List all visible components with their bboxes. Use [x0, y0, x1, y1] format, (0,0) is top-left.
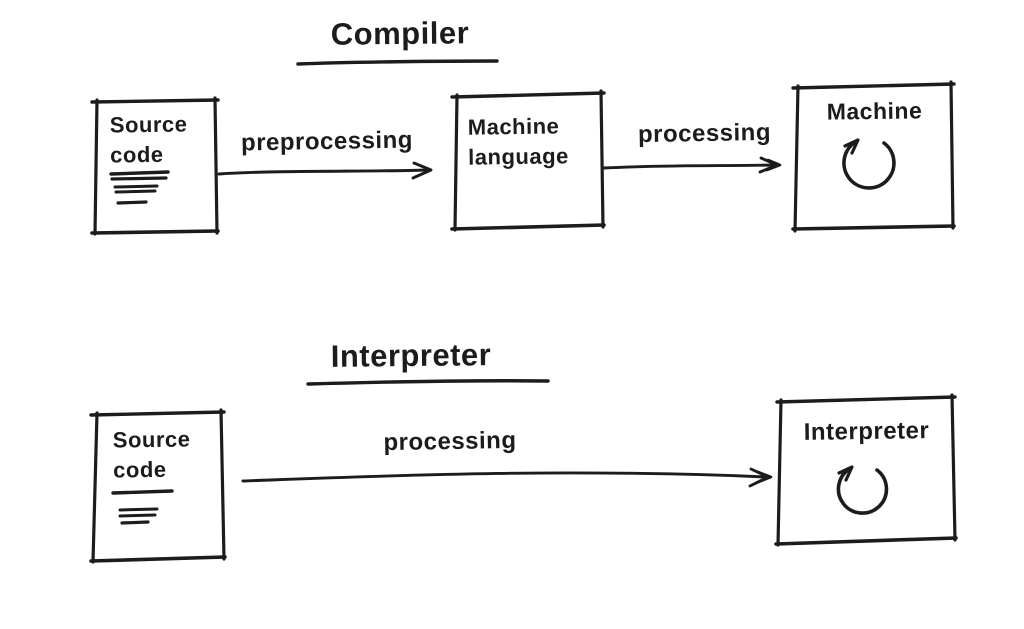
- interpreter-loop-arrow-icon: [836, 465, 889, 515]
- interpreter-title: Interpreter: [330, 337, 492, 374]
- machine-language-box-label: Machine language: [468, 111, 569, 172]
- interpreter-box-label: Interpreter: [803, 417, 930, 446]
- compiler-title-underline: [296, 59, 499, 66]
- machine-box: [791, 80, 956, 233]
- source-line2: code: [110, 141, 164, 168]
- source-line1: Source: [109, 111, 188, 138]
- interpreter-source-box: [89, 408, 227, 564]
- machine-language-box: [450, 89, 606, 232]
- compiler-source-box: [90, 96, 220, 236]
- machine-language-line1: Machine: [467, 113, 560, 140]
- preprocessing-label: preprocessing: [240, 126, 414, 157]
- document-text-lines-icon: [109, 170, 170, 205]
- source-line1: Source: [112, 426, 191, 453]
- machine-language-line2: language: [468, 143, 569, 170]
- compiler-source-box-label: Source code: [110, 109, 188, 170]
- interpreter-title-underline: [306, 379, 550, 386]
- source-line2: code: [113, 456, 167, 483]
- processing-arrow-interpreter: [241, 467, 773, 488]
- interpreter-box: [774, 393, 958, 547]
- compiler-title: Compiler: [330, 15, 470, 52]
- processing-arrow-compiler: [602, 156, 782, 174]
- machine-box-label: Machine: [826, 97, 923, 125]
- processing-label-compiler: processing: [637, 118, 772, 149]
- machine-loop-arrow-icon: [842, 138, 896, 190]
- interpreter-source-box-label: Source code: [113, 424, 191, 485]
- processing-label-interpreter: processing: [383, 426, 517, 457]
- document-text-lines-icon: [111, 489, 174, 525]
- preprocessing-arrow: [217, 161, 433, 180]
